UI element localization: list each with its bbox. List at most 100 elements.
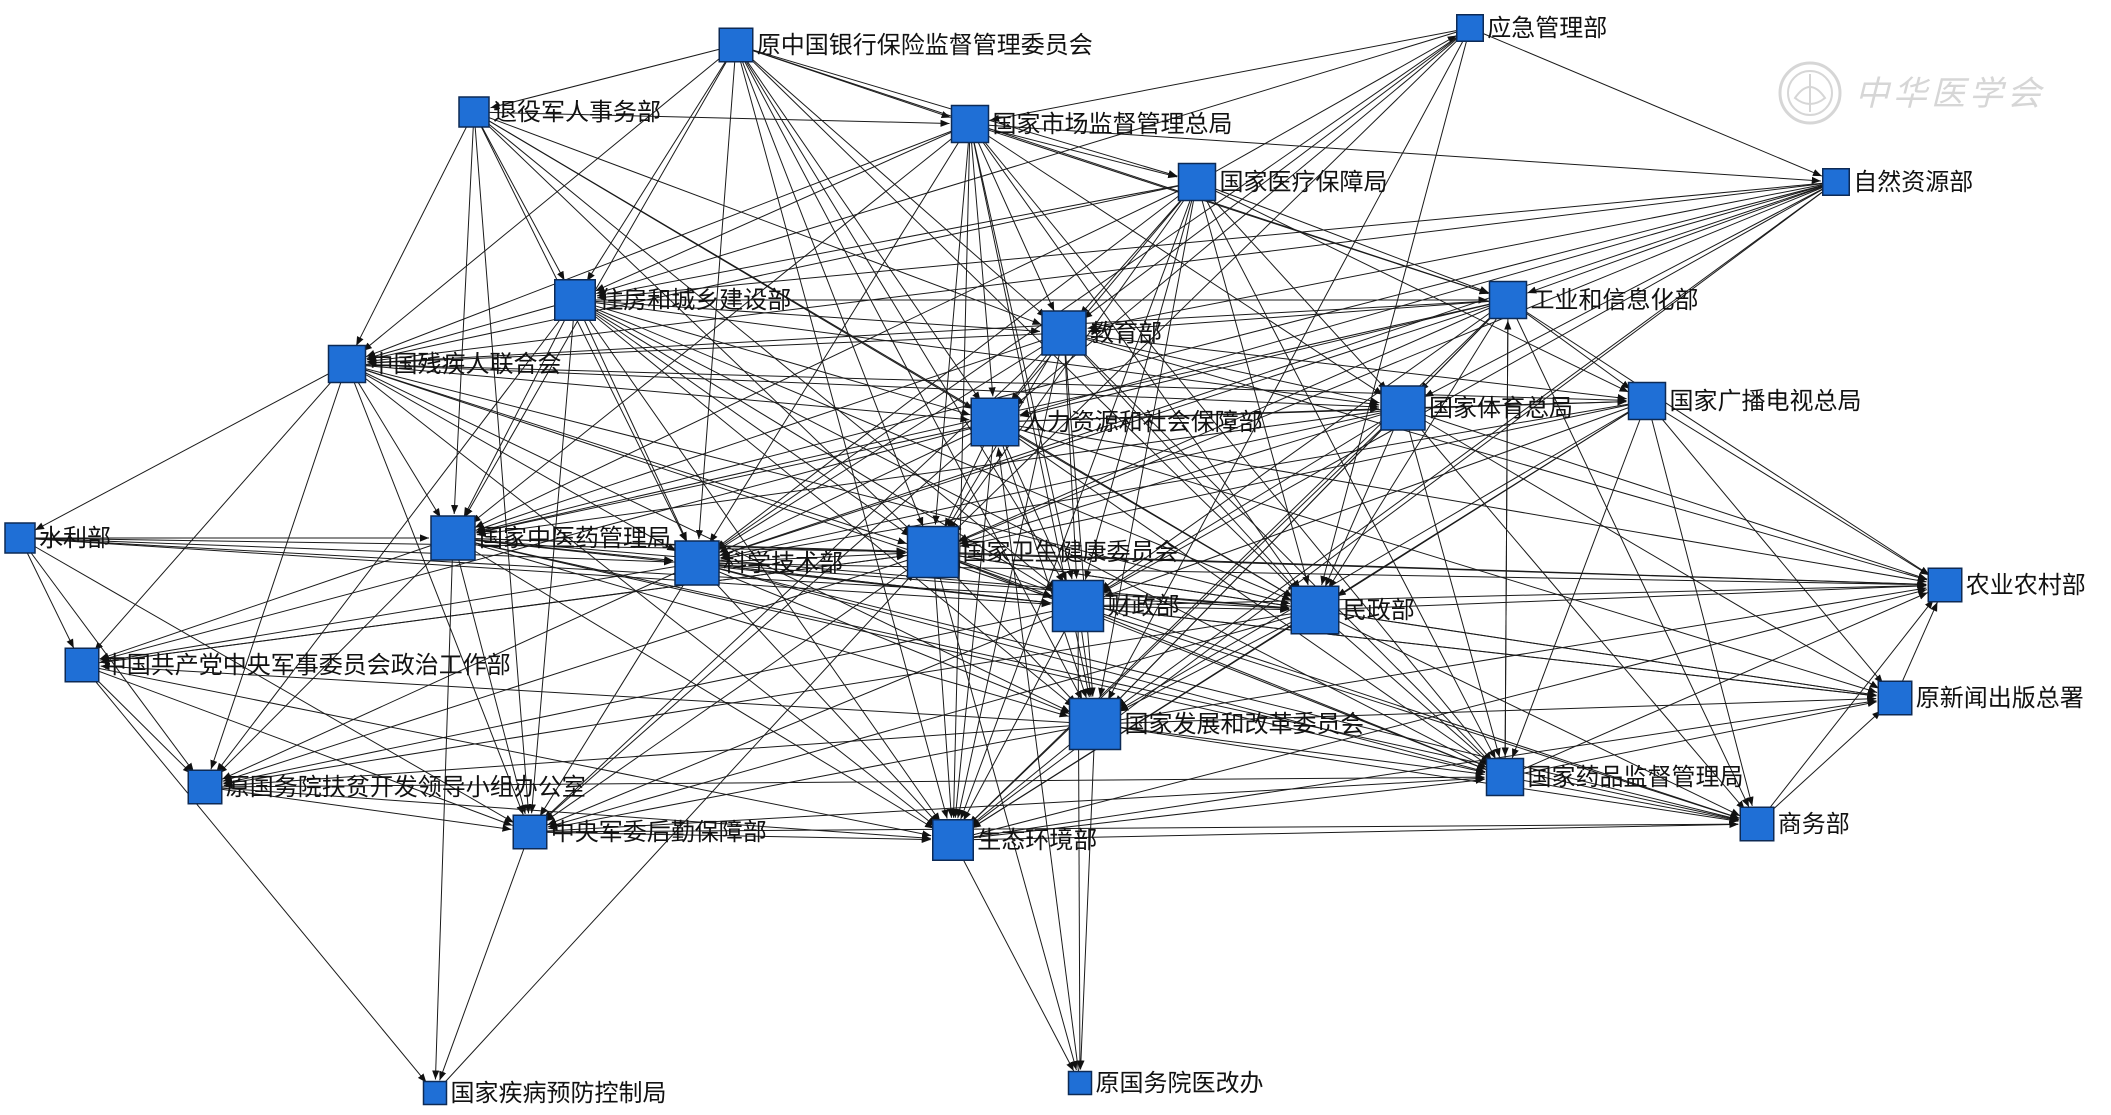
edge-ypjg-nync: [1504, 592, 1929, 778]
edge-ypjg-xwcb: [1504, 699, 1877, 778]
edge-kjb-sthj: [696, 562, 939, 824]
node-scjg[interactable]: 国家市场监督管理总局: [950, 104, 1233, 144]
node-czb[interactable]: 财政部: [1051, 579, 1180, 633]
edge-yjglb-jyb: [1082, 27, 1471, 319]
node-fgw[interactable]: 国家发展和改革委员会: [1068, 697, 1365, 751]
node-mzb[interactable]: 民政部: [1290, 585, 1415, 635]
edge-rsb-sthj: [952, 421, 996, 818]
node-zyyj[interactable]: 国家中医药管理局: [430, 515, 671, 561]
edge-zrzy-rsb: [1019, 181, 1837, 416]
node-box[interactable]: [1290, 585, 1340, 635]
edge-ylbz-zyyj: [474, 181, 1198, 529]
edge-wjw-hqbz: [545, 551, 934, 822]
node-tyjr[interactable]: 退役军人事务部: [458, 96, 661, 128]
node-kjb[interactable]: 科学技术部: [674, 540, 843, 586]
edge-czb-xwcb: [1077, 605, 1877, 699]
edge-zfcx-jyb: [574, 299, 1041, 335]
node-box[interactable]: [512, 814, 548, 850]
node-jkzx[interactable]: 国家疾病预防控制局: [422, 1079, 667, 1107]
node-cl[interactable]: 中国残疾人联合会: [327, 344, 562, 384]
edge-zyyj-mzb: [452, 537, 1290, 611]
node-wjw[interactable]: 国家卫生健康委员会: [906, 525, 1179, 579]
edge-gxb-kjb: [719, 299, 1509, 557]
edge-zrzy-zfcx: [597, 181, 1837, 301]
edge-jyb-ypjg: [1063, 332, 1491, 763]
node-box[interactable]: [64, 647, 100, 683]
node-box[interactable]: [1067, 1070, 1093, 1096]
edge-tyzj-wjw: [959, 407, 1404, 545]
node-box[interactable]: [932, 819, 974, 861]
edge-wjw-ygb: [932, 551, 1078, 1071]
edge-zrzy-wjw: [958, 181, 1837, 543]
edge-zzgz-jkzx: [81, 664, 427, 1083]
edge-gxb-wjw: [957, 299, 1509, 542]
node-box[interactable]: [674, 540, 720, 586]
node-box[interactable]: [430, 515, 476, 561]
node-swb[interactable]: 商务部: [1739, 806, 1850, 842]
node-nync[interactable]: 农业农村部: [1927, 567, 2086, 603]
node-sthj[interactable]: 生态环境部: [932, 819, 1098, 861]
node-box[interactable]: [1927, 567, 1963, 603]
node-box[interactable]: [1485, 757, 1525, 797]
node-label: 原中国银行保险监督管理委员会: [757, 31, 1093, 59]
edge-ylbz-gxb: [1196, 181, 1490, 294]
node-tyzj[interactable]: 国家体育总局: [1380, 385, 1573, 431]
edge-cbirc-czb: [735, 44, 1065, 583]
node-box[interactable]: [554, 279, 596, 321]
edge-scjg-wjw: [932, 123, 971, 525]
node-box[interactable]: [1041, 310, 1087, 356]
edge-jyb-gbds: [1063, 332, 1627, 402]
node-box[interactable]: [718, 27, 754, 63]
node-label: 住房和城乡建设部: [599, 286, 791, 314]
edge-wjw-nync: [932, 551, 1927, 588]
node-label: 国家疾病预防控制局: [451, 1079, 667, 1107]
node-box[interactable]: [1051, 579, 1105, 633]
node-box[interactable]: [950, 104, 990, 144]
node-box[interactable]: [1177, 162, 1217, 202]
node-box[interactable]: [1380, 385, 1426, 431]
node-zfcx[interactable]: 住房和城乡建设部: [554, 279, 792, 321]
edge-tyjr-czb: [473, 111, 1058, 589]
node-xwcb[interactable]: 原新闻出版总署: [1877, 680, 2084, 716]
node-fpb[interactable]: 原国务院扶贫开发领导小组办公室: [187, 769, 586, 805]
node-box[interactable]: [1068, 697, 1122, 751]
node-box[interactable]: [1488, 280, 1528, 320]
node-gbds[interactable]: 国家广播电视总局: [1627, 381, 1862, 421]
node-zzgz[interactable]: 中国共产党中央军事委员会政治工作部: [64, 647, 511, 683]
edge-yjglb-scjg: [990, 27, 1471, 122]
node-box[interactable]: [1456, 14, 1484, 42]
node-box[interactable]: [458, 96, 490, 128]
edge-ylbz-ypjg: [1196, 181, 1497, 760]
node-box[interactable]: [970, 397, 1020, 447]
edge-zrzy-cl: [367, 181, 1837, 364]
node-zrzy[interactable]: 自然资源部: [1822, 168, 1974, 196]
node-slb[interactable]: 水利部: [4, 522, 111, 554]
edge-czb-fpb: [223, 605, 1079, 785]
node-box[interactable]: [422, 1080, 448, 1106]
node-box[interactable]: [1627, 381, 1667, 421]
node-yjglb[interactable]: 应急管理部: [1456, 14, 1608, 42]
edge-ylbz-gbds: [1196, 181, 1629, 393]
node-ylbz[interactable]: 国家医疗保障局: [1177, 162, 1388, 202]
node-cbirc[interactable]: 原中国银行保险监督管理委员会: [718, 27, 1093, 63]
node-ypjg[interactable]: 国家药品监督管理局: [1485, 757, 1744, 797]
node-box[interactable]: [187, 769, 223, 805]
node-gxb[interactable]: 工业和信息化部: [1488, 280, 1699, 320]
edge-zyyj-czb: [452, 537, 1051, 606]
edge-fgw-fpb: [223, 723, 1096, 789]
node-box[interactable]: [327, 344, 367, 384]
edge-swb-xwcb: [1756, 710, 1882, 825]
node-box[interactable]: [4, 522, 36, 554]
node-box[interactable]: [1877, 680, 1913, 716]
node-box[interactable]: [1822, 168, 1850, 196]
node-ygb[interactable]: 原国务院医改办: [1067, 1069, 1264, 1097]
node-box[interactable]: [906, 525, 960, 579]
node-hqbz[interactable]: 中央军委后勤保障部: [512, 814, 767, 850]
node-box[interactable]: [1739, 806, 1775, 842]
edge-gxb-rsb: [1019, 299, 1509, 418]
edge-gbds-ypjg: [1511, 400, 1648, 758]
edge-scjg-zyyj: [471, 123, 971, 524]
node-jyb[interactable]: 教育部: [1041, 310, 1162, 356]
node-rsb[interactable]: 人力资源和社会保障部: [970, 397, 1263, 447]
